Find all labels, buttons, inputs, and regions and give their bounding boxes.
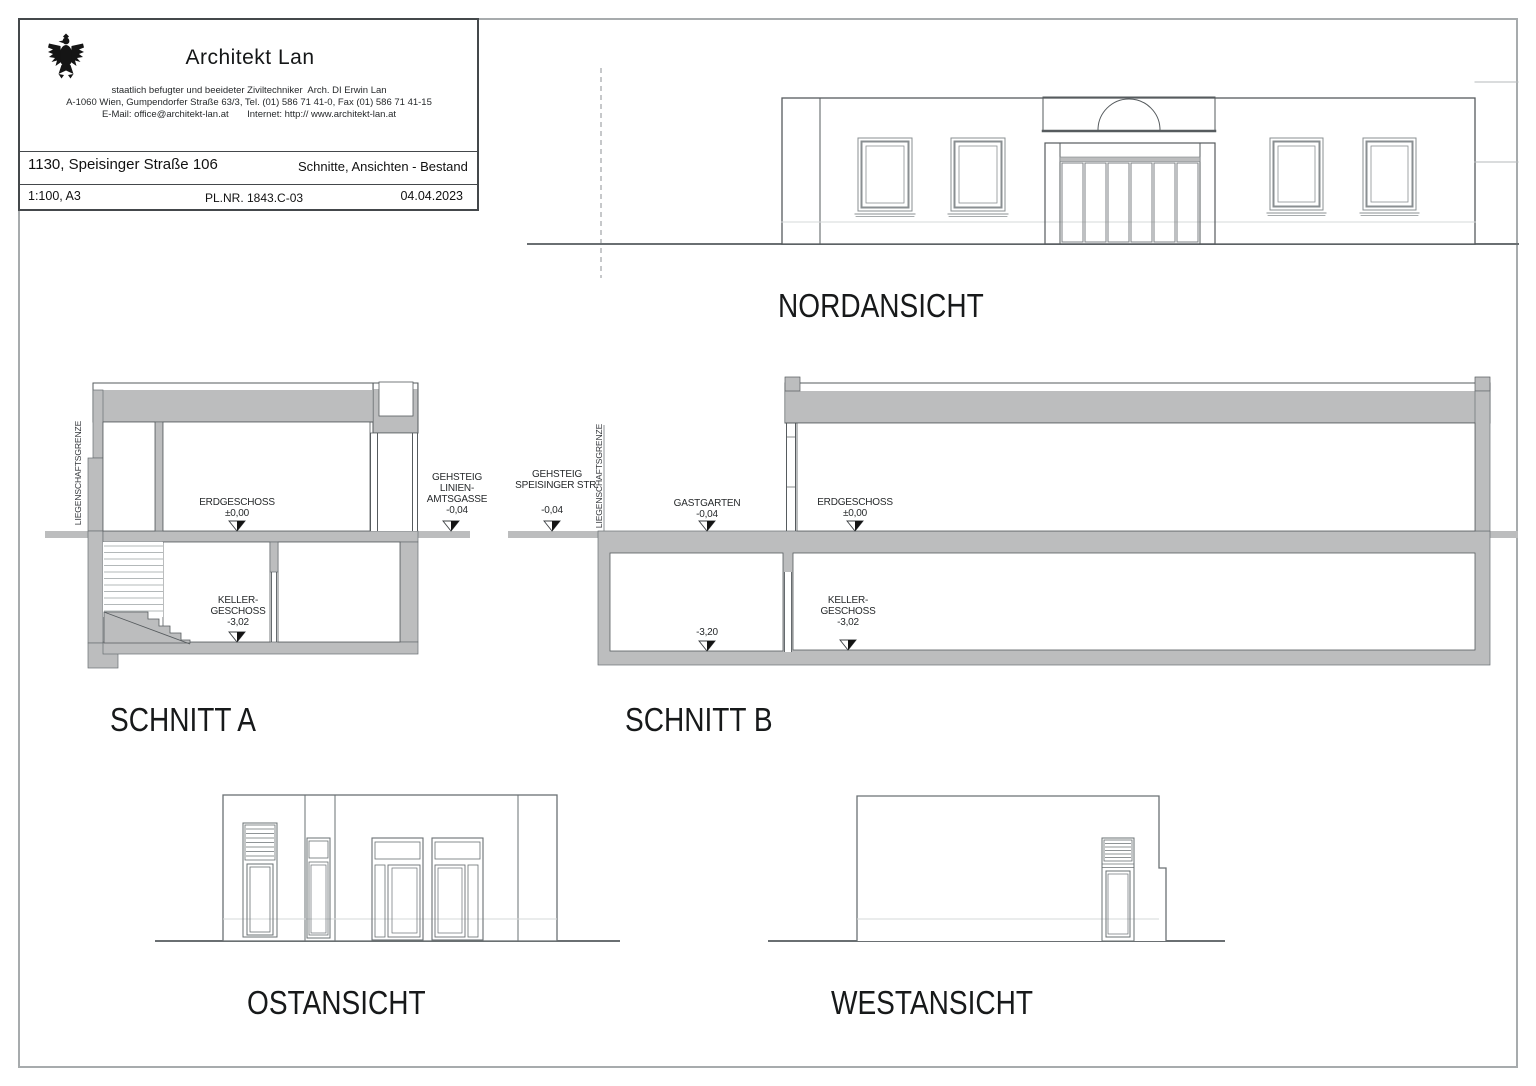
keller-room [792,552,1476,651]
level-value: -0,04 [696,509,718,520]
title-block: Architekt Lan staatlich befugter und bee… [18,18,479,211]
gehsteig-annotation-a: GEHSTEIG LINIEN- AMTSGASSE -0,04 [402,472,512,516]
level-name: KELLER- [827,595,869,606]
entrance-arch-panel [1041,96,1217,133]
keller-annotation-b: KELLER- GESCHOSS -3,02 [793,595,903,628]
boundary-label-schnitt-a: LIEGENSCHAFTSGRENZE [73,420,83,526]
window [1266,137,1327,216]
schnitt-b-drawing [508,376,1518,666]
level-name: SPEISINGER STR. [515,480,599,491]
level-marker-icon [698,520,716,532]
level-value: -0,04 [446,505,468,516]
staircase [103,542,191,645]
level-marker-icon [543,520,561,532]
erdgeschoss-room [796,422,1476,532]
caption-schnitt-a: SCHNITT A [110,701,257,738]
level-value: ±0,00 [843,508,867,519]
facade-windows [854,137,1420,217]
street-band [508,531,598,538]
entrance-door [371,837,424,941]
window [1359,137,1420,216]
arch-semicircle [1097,98,1161,131]
scale-and-format: 1:100, A3 [28,189,81,203]
level-value: -3,20 [696,627,718,638]
firm-credentials: staatlich befugter und beeideter Zivilte… [111,85,387,96]
street-band [45,531,88,538]
level-value: ±0,00 [225,508,249,519]
level-name: GESCHOSS [210,606,266,617]
plan-date: 04.04.2023 [400,189,463,203]
gehsteig-level-b: -0,04 [497,505,607,516]
plan-number: PL.NR. 1843.C-03 [205,191,304,205]
basement-floor-level-annotation: -3,20 [652,627,762,638]
level-name: ERDGESCHOSS [199,497,275,508]
caption-westansicht: WESTANSICHT [831,984,1034,1021]
erdgeschoss-annotation-b: ERDGESCHOSS ±0,00 [800,497,910,519]
level-name: LINIEN- [439,483,475,494]
eagle-logo-icon [48,33,84,79]
window [854,137,916,217]
caption-ostansicht: OSTANSICHT [247,984,426,1021]
street-band [418,531,470,538]
louver-slats [246,828,274,857]
firm-address: A-1060 Wien, Gumpendorfer Straße 63/3, T… [66,97,432,108]
level-name: GEHSTEIG [431,472,483,483]
caption-nordansicht: NORDANSICHT [778,287,984,324]
level-name: GASTGARTEN [673,498,741,509]
transom-bar [1059,156,1201,162]
caption-schnitt-b: SCHNITT B [625,701,773,738]
level-value: -3,02 [837,617,859,628]
nordansicht-drawing [527,81,1519,245]
louver-element [1101,837,1135,942]
divider [20,184,477,185]
schnitt-a-drawing [45,381,470,669]
sheet-border-frame [18,18,1518,1068]
firm-name: Architekt Lan [185,46,315,69]
level-name: AMTSGASSE [426,494,488,505]
door-leaves [1061,162,1199,243]
ostansicht-drawing [155,794,620,942]
gastgarten-annotation: GASTGARTEN -0,04 [652,498,762,520]
louver-element [242,822,278,938]
level-name: ERDGESCHOSS [817,497,893,508]
level-marker-icon [442,520,460,532]
keller-annotation-a: KELLER- GESCHOSS -3,02 [183,595,293,628]
entrance-doors [1044,142,1216,245]
level-value: -3,02 [227,617,249,628]
louver-slats [1105,843,1131,858]
street-band [1490,531,1518,538]
firm-contact: E-Mail: office@architekt-lan.at Internet… [101,109,397,120]
bottom-slab [102,641,419,655]
entrance-door [431,837,484,941]
westansicht-drawing [768,795,1225,942]
level-name: GEHSTEIG [531,469,583,480]
divider [20,151,477,152]
narrow-door [306,837,331,939]
project-address: 1130, Speisinger Straße 106 [28,156,218,173]
level-name: KELLER- [217,595,259,606]
erdgeschoss-annotation-a: ERDGESCHOSS ±0,00 [182,497,292,519]
basement-room [609,552,784,652]
level-value: -0,04 [541,505,563,516]
window [947,137,1009,217]
floor-slab [102,530,419,543]
level-name: GESCHOSS [820,606,876,617]
gehsteig-annotation-b: GEHSTEIG SPEISINGER STR. [502,469,612,491]
sheet-title: Schnitte, Ansichten - Bestand [298,159,468,174]
